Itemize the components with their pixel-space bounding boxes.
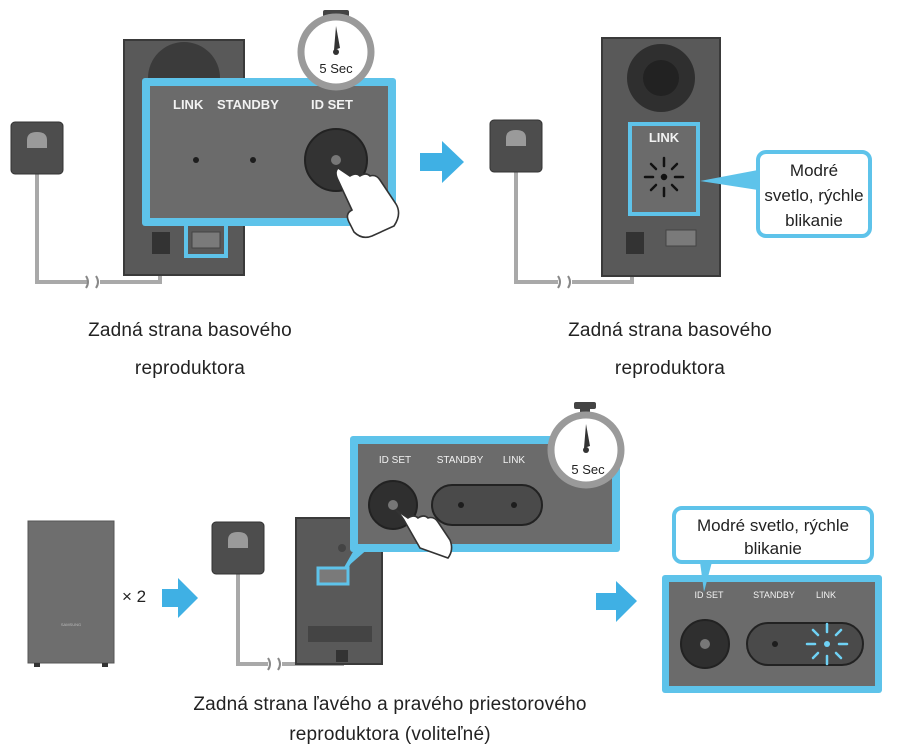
step3-caption-line2: reproduktora (voliteľné) bbox=[289, 724, 491, 745]
step3-callout: Modré svetlo, rýchle blikanie bbox=[672, 506, 874, 592]
step2-callout: Modré svetlo, rýchle blikanie bbox=[700, 150, 872, 238]
step1-pointing-hand-icon bbox=[335, 166, 400, 239]
step2-callout-line2: svetlo, rýchle bbox=[764, 186, 863, 205]
step3-callout-line2: blikanie bbox=[744, 539, 802, 558]
step1-power-socket bbox=[152, 232, 170, 254]
step3-callout-line1: Modré svetlo, rýchle bbox=[697, 516, 849, 535]
step1-link-led bbox=[193, 157, 199, 163]
step1-caption-line1: Zadná strana basového bbox=[88, 320, 292, 341]
step3-result-standby-label: STANDBY bbox=[753, 590, 795, 600]
step3-stopwatch-icon: 5 Sec bbox=[547, 402, 625, 489]
step3-arrow1-icon bbox=[162, 578, 198, 618]
step3-caption-line1: Zadná strana ľavého a pravého priestorov… bbox=[193, 694, 587, 715]
step3-timer-label: 5 Sec bbox=[571, 462, 605, 477]
step2-callout-line3: blikanie bbox=[785, 211, 843, 230]
step3-small-port bbox=[316, 566, 350, 586]
step1-timer-label: 5 Sec bbox=[319, 61, 353, 76]
step1-to-step2-arrow-icon bbox=[420, 141, 464, 183]
step1-idset-label: ID SET bbox=[311, 97, 353, 112]
step3-power-outlet-icon bbox=[211, 521, 265, 575]
step3-result-panel: ID SET STANDBY LINK bbox=[662, 575, 882, 693]
step2-blinking-led-icon bbox=[643, 156, 685, 198]
step3-caption: Zadná strana ľavého a pravého priestorov… bbox=[150, 690, 630, 750]
step3-led-strip bbox=[431, 484, 543, 526]
step2-cable-break-icon bbox=[557, 275, 571, 289]
step2-power-socket bbox=[626, 232, 644, 254]
step3-result-idset-label: ID SET bbox=[694, 590, 724, 600]
step1-caption: Zadná strana basového reproduktora bbox=[40, 312, 340, 388]
step2-callout-line1: Modré bbox=[790, 161, 838, 180]
step3-idset-label: ID SET bbox=[379, 455, 411, 466]
step3-pointing-hand-icon bbox=[395, 509, 453, 559]
step1-small-port bbox=[191, 231, 221, 249]
step1-zoom-panel: LINK STANDBY ID SET bbox=[142, 78, 400, 239]
step2-small-port bbox=[665, 229, 697, 247]
step2-caption-line2: reproduktora bbox=[614, 358, 726, 379]
step2-power-outlet-icon bbox=[489, 119, 543, 173]
step3-arrow2-icon bbox=[596, 581, 637, 622]
step3-standby-label: STANDBY bbox=[437, 455, 484, 466]
step1-group: LINK STANDBY ID SET 5 Sec bbox=[10, 10, 400, 289]
step1-link-label: LINK bbox=[173, 97, 204, 112]
step1-caption-line2: reproduktora bbox=[134, 358, 246, 379]
step3-blinking-blue-led-icon bbox=[805, 622, 849, 666]
step3-group: SAMSUNG × 2 ID SET STANDBY LINK bbox=[27, 402, 882, 693]
speaker-brand-logo: SAMSUNG bbox=[61, 622, 81, 627]
step2-link-label: LINK bbox=[649, 130, 680, 145]
step3-bottom-slot bbox=[308, 626, 372, 642]
step2-link-highlight bbox=[628, 122, 700, 216]
step3-result-led-strip bbox=[746, 622, 864, 666]
step2-group: LINK Modré svetlo, rýchle blikanie bbox=[489, 37, 872, 289]
step1-standby-led bbox=[250, 157, 256, 163]
step3-link-label: LINK bbox=[503, 455, 526, 466]
step1-stopwatch-icon: 5 Sec bbox=[297, 10, 375, 91]
step2-caption-line1: Zadná strana basového bbox=[568, 320, 772, 341]
step1-power-outlet-icon bbox=[10, 121, 64, 175]
step3-result-link-label: LINK bbox=[816, 590, 836, 600]
step1-standby-label: STANDBY bbox=[217, 97, 279, 112]
step2-caption: Zadná strana basového reproduktora bbox=[520, 312, 820, 388]
step3-cable-break-icon bbox=[267, 657, 281, 671]
quantity-label: × 2 bbox=[122, 587, 146, 606]
step1-cable-break-icon bbox=[85, 275, 99, 289]
surround-speaker-front: SAMSUNG bbox=[27, 520, 115, 667]
